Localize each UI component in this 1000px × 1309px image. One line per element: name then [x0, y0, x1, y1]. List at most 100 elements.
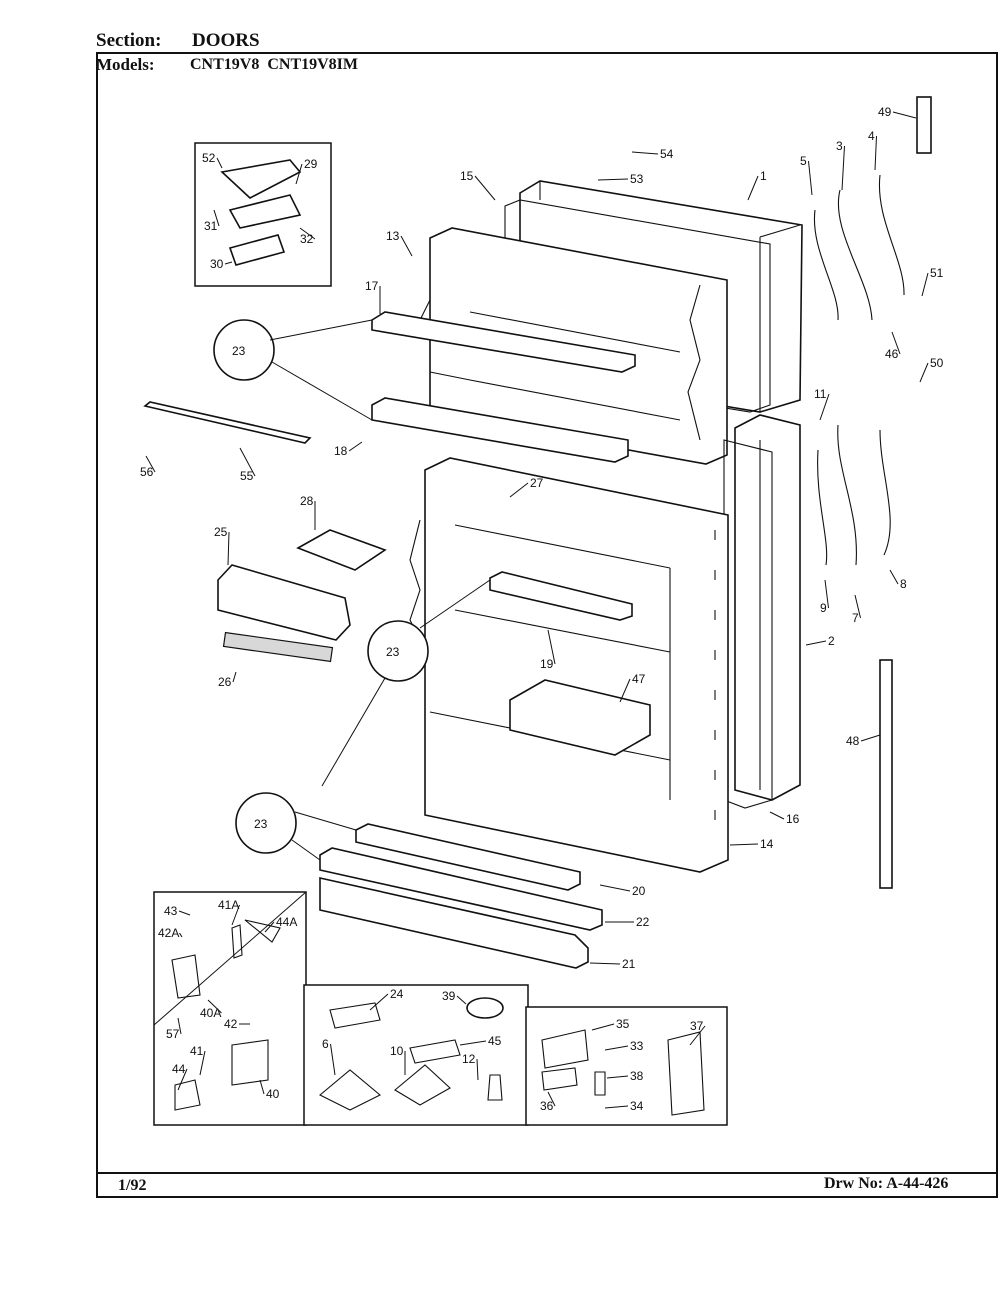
callout-10: 10 — [390, 1044, 404, 1058]
egg-tray — [509, 679, 651, 756]
shelf-bar-19 — [489, 571, 633, 621]
freezer-door-outer-edge — [539, 181, 801, 412]
leader-2 — [805, 640, 827, 646]
callout-32: 32 — [300, 232, 314, 246]
leader-41a — [231, 904, 240, 926]
section-value: DOORS — [192, 30, 260, 51]
leader-33 — [604, 1045, 629, 1051]
leader-44 — [177, 1068, 188, 1091]
leader-6 — [330, 1043, 336, 1076]
leader-29 — [295, 163, 303, 185]
callout-30: 30 — [210, 257, 224, 271]
leader-48 — [860, 734, 881, 742]
inset-box-left-divider — [153, 891, 307, 1026]
leader-46 — [891, 331, 901, 355]
callout-27: 27 — [530, 476, 544, 490]
leader-30 — [224, 261, 233, 265]
shelf-retainer-23-middle — [367, 620, 429, 682]
leader-49 — [892, 111, 917, 119]
callout-43: 43 — [164, 904, 178, 918]
callout-41: 41 — [190, 1044, 204, 1058]
leader-1 — [747, 175, 759, 201]
callout-3: 3 — [836, 139, 843, 153]
footer-divider — [96, 1172, 998, 1174]
callout-49: 49 — [878, 105, 892, 119]
callout-5: 5 — [800, 154, 807, 168]
retainer-23-upper-leaders — [269, 319, 373, 421]
leader-15 — [474, 175, 496, 201]
callout-23-2: 23 — [386, 645, 400, 659]
trim-strip-55 — [143, 401, 312, 444]
leader-19 — [547, 629, 556, 665]
callout-13: 13 — [386, 229, 400, 243]
freezer-liner-shelf-lip — [687, 284, 701, 441]
leader-43 — [178, 910, 191, 916]
leader-47 — [619, 678, 631, 703]
callout-50: 50 — [930, 356, 944, 370]
dairy-door-25 — [217, 564, 351, 641]
leader-27 — [509, 482, 529, 498]
callout-17: 17 — [365, 279, 379, 293]
leader-56 — [145, 455, 156, 473]
leader-16 — [769, 811, 785, 820]
leader-36 — [547, 1091, 556, 1107]
leader-35 — [591, 1023, 615, 1031]
callout-21: 21 — [622, 957, 636, 971]
callout-7: 7 — [852, 611, 859, 625]
models-value: CNT19V8 CNT19V8IM — [190, 56, 358, 73]
callout-57: 57 — [166, 1027, 180, 1041]
callout-44a: 44A — [276, 915, 297, 929]
leader-25 — [227, 531, 230, 566]
leader-42a — [179, 932, 183, 938]
callout-42a: 42A — [158, 926, 179, 940]
section-label: Section: — [96, 30, 162, 51]
leader-18 — [348, 441, 363, 452]
leader-44a — [264, 921, 275, 933]
callout-8: 8 — [900, 577, 907, 591]
callout-16: 16 — [786, 812, 800, 826]
shelf-bar-20 — [355, 823, 581, 891]
leader-3 — [841, 145, 845, 191]
leader-13 — [400, 235, 413, 257]
freezer-shelf-bar-17 — [371, 311, 636, 373]
callout-39: 39 — [442, 989, 456, 1003]
footer-drawing-number: Drw No: A-44-426 — [824, 1175, 949, 1192]
callout-41a: 41A — [218, 898, 239, 912]
callout-20: 20 — [632, 884, 646, 898]
fresh-food-door-liner — [424, 457, 729, 873]
shelf-bar-21 — [319, 877, 589, 969]
callout-34: 34 — [630, 1099, 644, 1113]
leader-24 — [369, 993, 389, 1011]
inset-box-right-hinges — [525, 1006, 728, 1126]
leader-50 — [919, 362, 929, 383]
callout-26: 26 — [218, 675, 232, 689]
callout-4: 4 — [868, 129, 875, 143]
leader-32 — [299, 227, 316, 240]
trim-48 — [879, 659, 893, 889]
callout-23-3: 23 — [254, 817, 268, 831]
callout-55: 55 — [240, 469, 254, 483]
callout-54: 54 — [660, 147, 674, 161]
shelf-retainer-23-lower — [235, 792, 297, 854]
retainer-23-lower-leaders — [291, 811, 357, 861]
callout-42: 42 — [224, 1017, 238, 1031]
callout-2: 2 — [828, 634, 835, 648]
callout-40: 40 — [266, 1087, 280, 1101]
callout-35: 35 — [616, 1017, 630, 1031]
shelf-bar-22 — [319, 847, 603, 931]
leader-20 — [599, 884, 631, 892]
callout-31: 31 — [204, 219, 218, 233]
callout-19: 19 — [540, 657, 554, 671]
callout-22: 22 — [636, 915, 650, 929]
callout-18: 18 — [334, 444, 348, 458]
trim-49 — [916, 96, 932, 154]
header-divider — [96, 52, 998, 54]
leader-45 — [459, 1040, 487, 1046]
leader-11 — [819, 393, 830, 421]
leader-37 — [689, 1025, 706, 1046]
dairy-gasket-26 — [222, 631, 334, 663]
hinge-parts-left-inset — [171, 919, 281, 1111]
leader-55 — [239, 447, 256, 477]
callout-14: 14 — [760, 837, 774, 851]
callout-53: 53 — [630, 172, 644, 186]
